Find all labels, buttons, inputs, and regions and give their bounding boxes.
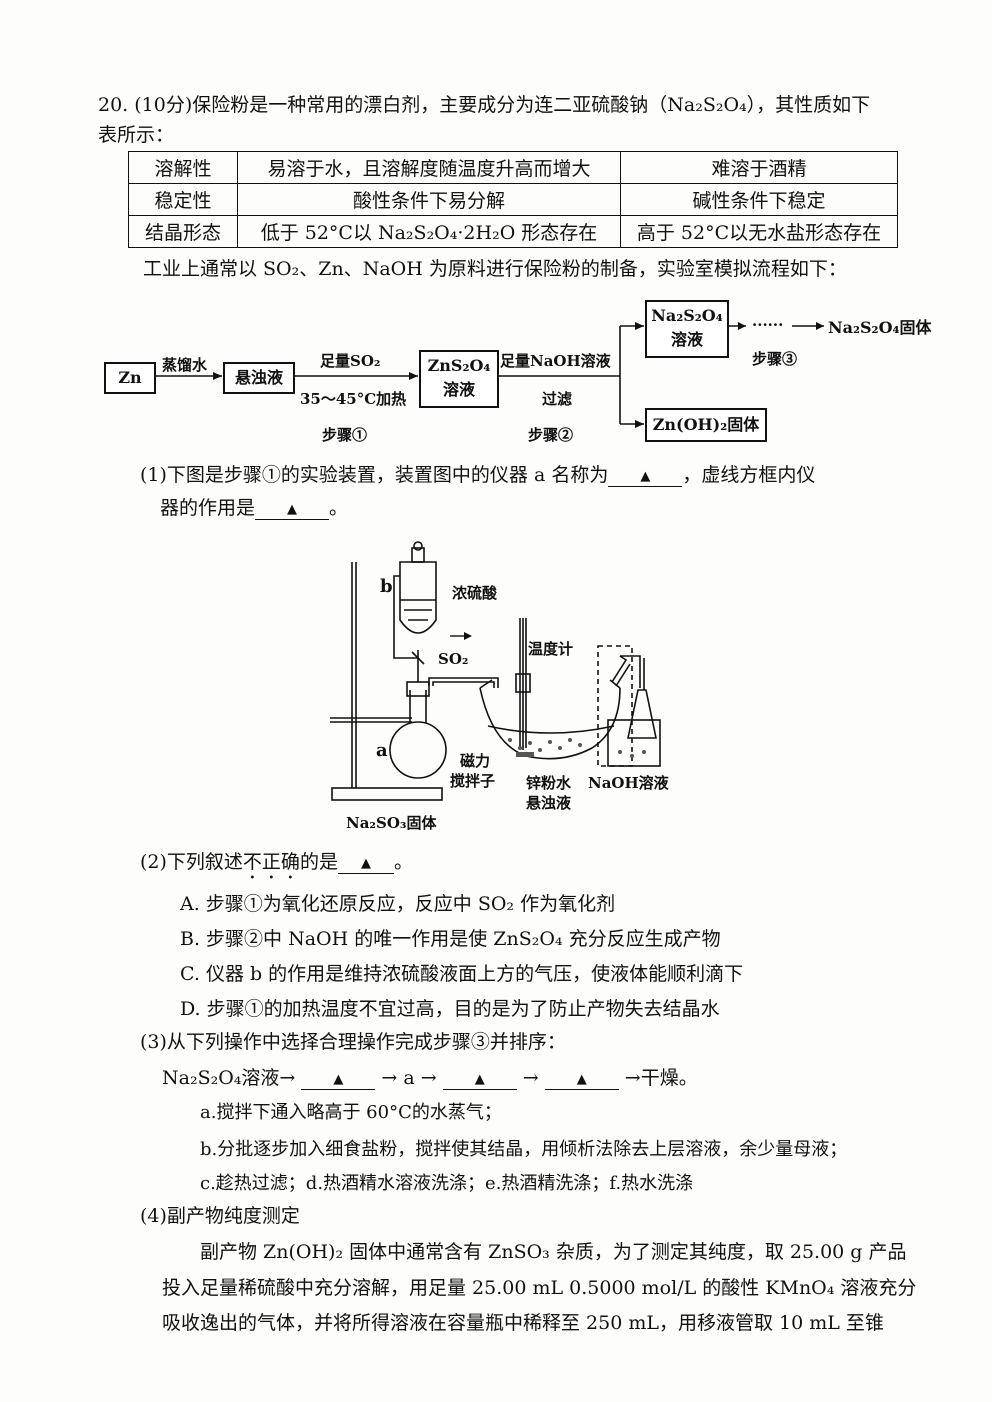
table-cell: 高于 52°C以无水盐形态存在 [620,215,898,248]
label-zinc-suspension: 悬浊液 [526,794,572,812]
label-conc-acid: 浓硫酸 [452,584,498,602]
option-a: A. 步骤①为氧化还原反应，反应中 SO₂ 作为氧化剂 [180,893,616,915]
properties-table: 溶解性 易溶于水，且溶解度随温度升高而增大 难溶于酒精 稳定性 酸性条件下易分解… [128,151,898,248]
answer-blank: ▲ [442,1071,517,1090]
table-cell: 结晶形态 [128,215,238,248]
flow-box-na2s2o4-solution: Na₂S₂O₄ 溶液 [645,300,729,358]
flow-label-step3: 步骤③ [752,350,798,368]
q1-text: ，虚线方框内仪 [682,464,816,486]
flow-box-znoh2: Zn(OH)₂固体 [645,408,767,442]
option-b: B. 步骤②中 NaOH 的唯一作用是使 ZnS₂O₄ 充分反应生成产物 [180,928,721,950]
table-row: 溶解性 易溶于水，且溶解度随温度升高而增大 难溶于酒精 [128,151,898,184]
label-zinc: 锌粉水 [526,774,572,792]
table-cell: 稳定性 [128,183,238,216]
flow-label-step2: 步骤② [528,426,574,444]
flow-box-text: 溶液 [442,380,475,399]
q1-text: 。 [329,497,349,519]
table-cell: 酸性条件下易分解 [237,183,621,216]
table-row: 结晶形态 低于 52°C以 Na₂S₂O₄·2H₂O 形态存在 高于 52°C以… [128,215,898,248]
option-c: C. 仪器 b 的作用是维持浓硫酸液面上方的气压，使液体能顺利滴下 [180,963,744,985]
option-d: D. 步骤①的加热温度不宜过高，目的是为了防止产物失去结晶水 [180,998,720,1020]
flow-label-naoh: 足量NaOH溶液 [500,352,611,370]
answer-blank: ▲ [608,468,683,487]
industry-line: 工业上通常以 SO₂、Zn、NaOH 为原料进行保险粉的制备，实验室模拟流程如下… [143,258,847,280]
q3-seq-text: → a → [381,1067,437,1089]
label-stirrer: 搅拌子 [450,772,496,790]
label-naoh-solution: NaOH溶液 [588,774,669,792]
q1-text: (1)下图是步骤①的实验装置，装置图中的仪器 a 名称为 [140,464,609,486]
answer-blank: ▲ [255,501,330,520]
q3-seq-text: Na₂S₂O₄溶液→ [162,1067,296,1089]
q3-seq-text: → [522,1067,539,1089]
q2-emphasis: 不正确 [242,851,300,873]
apparatus-drawing [330,541,661,801]
table-cell: 溶解性 [128,151,238,184]
question-intro: 20. (10分)保险粉是一种常用的漂白剂，主要成分为连二亚硫酸钠（Na₂S₂O… [98,94,871,116]
label-thermometer: 温度计 [528,640,574,658]
q3-op-a: a.搅拌下通入略高于 60°C的水蒸气； [200,1102,502,1123]
question-intro-cont: 表所示： [98,124,175,146]
q1-line2: 器的作用是▲。 [160,496,348,520]
q3-op-c: c.趁热过滤；d.热酒精水溶液洗涤；e.热酒精洗涤；f.热水洗涤 [200,1173,694,1194]
answer-blank: ▲ [544,1071,619,1090]
q4-paragraph: 吸收逸出的气体，并将所得溶液在容量瓶中稀释至 250 mL，用移液管取 10 m… [162,1312,884,1334]
flow-label-heat: 35～45°C加热 [300,390,407,408]
flow-box-text: ZnS₂O₄ [427,356,491,375]
table-cell: 难溶于酒精 [620,151,898,184]
q4-paragraph: 投入足量稀硫酸中充分溶解，用足量 25.00 mL 0.5000 mol/L 的… [162,1277,917,1299]
q3-sequence: Na₂S₂O₄溶液→ ▲ → a → ▲ → ▲ →干燥。 [162,1066,698,1090]
flow-box-zns2o4: ZnS₂O₄ 溶液 [419,350,499,408]
q2-text: 。 [393,851,413,873]
q3-op-b: b.分批逐步加入细食盐粉，搅拌使其结晶，用倾析法除去上层溶液，余少量母液； [200,1139,848,1160]
q2-text: (2)下列叙述 [140,851,243,873]
answer-blank: ▲ [337,855,394,874]
flow-box-text: Na₂S₂O₄ [651,306,723,325]
q1-line1: (1)下图是步骤①的实验装置，装置图中的仪器 a 名称为▲，虚线方框内仪 [140,463,815,487]
flow-arrows [153,322,824,428]
flow-box-suspension: 悬浊液 [223,362,295,394]
flow-label-product: Na₂S₂O₄固体 [828,318,932,337]
flow-box-text: 溶液 [670,330,703,349]
label-b: b [380,576,393,597]
flow-label-water: 蒸馏水 [162,356,208,374]
table-cell: 易溶于水，且溶解度随温度升高而增大 [237,151,621,184]
label-magnet: 磁力 [460,752,491,770]
label-a: a [376,740,388,761]
q4-paragraph: 副产物 Zn(OH)₂ 固体中通常含有 ZnSO₃ 杂质，为了测定其纯度，取 2… [200,1241,907,1263]
label-na2so3: Na₂SO₃固体 [346,814,437,832]
flow-label-so2: 足量SO₂ [320,352,381,370]
q2-text: 的是 [299,851,338,873]
table-cell: 碱性条件下稳定 [620,183,898,216]
q3-seq-text: →干燥。 [624,1067,698,1089]
flow-label-dots: ······ [752,316,784,334]
flow-label-step1: 步骤① [322,426,368,444]
flow-box-zn: Zn [104,362,156,394]
label-so2: SO₂ [438,650,469,668]
q2-stem: (2)下列叙述不正确的是▲。 [140,850,413,884]
flow-label-filter: 过滤 [542,390,573,408]
table-cell: 低于 52°C以 Na₂S₂O₄·2H₂O 形态存在 [237,215,621,248]
answer-blank: ▲ [301,1071,376,1090]
q3-stem: (3)从下列操作中选择合理操作完成步骤③并排序： [140,1031,566,1053]
table-row: 稳定性 酸性条件下易分解 碱性条件下稳定 [128,183,898,216]
q1-text: 器的作用是 [160,497,256,519]
q4-stem: (4)副产物纯度测定 [140,1205,300,1227]
